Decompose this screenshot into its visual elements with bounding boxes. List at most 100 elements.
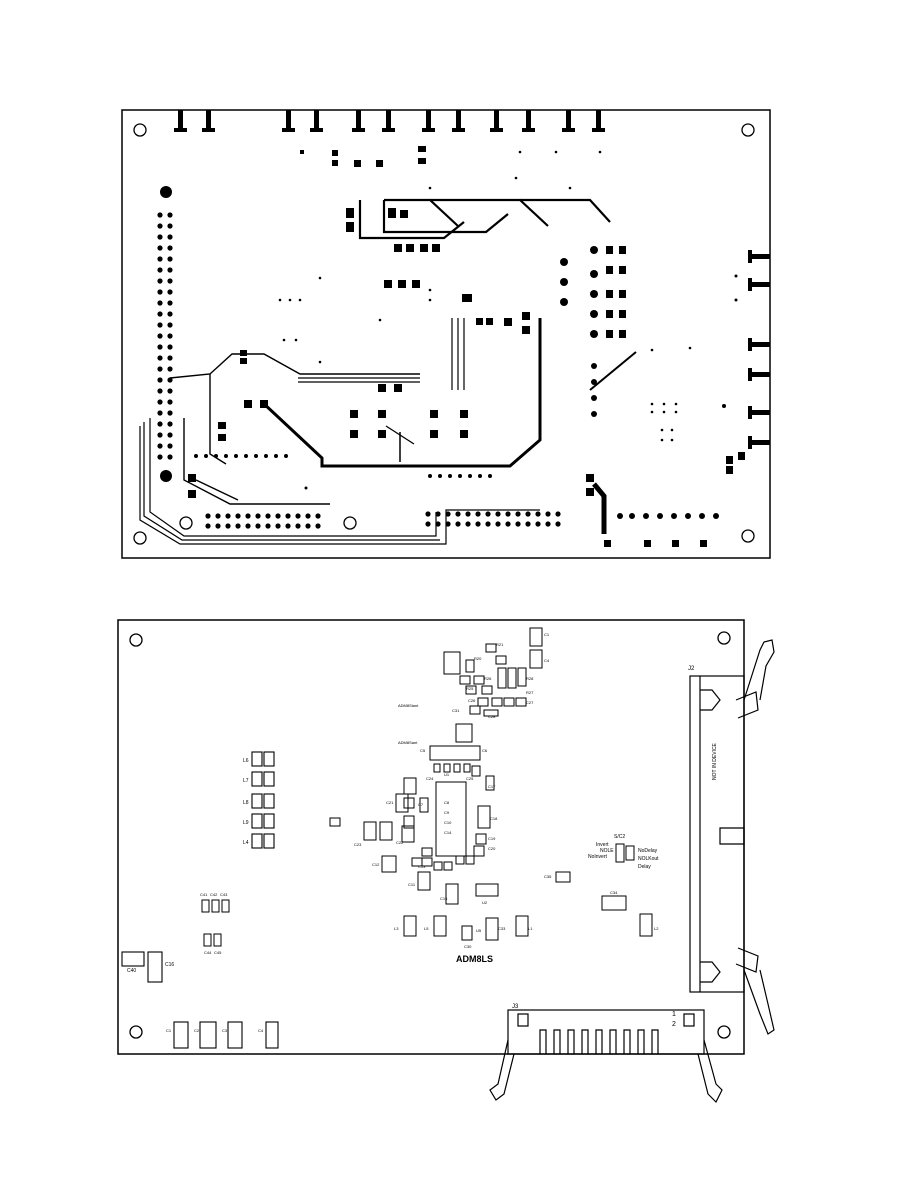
ref-c11: C11 [408, 882, 416, 887]
connector-j2 [689, 639, 775, 1035]
ref-c30: C30 [464, 944, 472, 949]
ref-up-c4: C4 [544, 658, 550, 663]
bottom-board-outline [117, 619, 745, 1055]
ref-c20: C20 [488, 846, 496, 851]
ref-c2: C2 [194, 1028, 200, 1033]
mount-hole [133, 531, 147, 545]
top-traces [139, 198, 637, 545]
ref-r21: R21 [496, 642, 504, 647]
ref-c3: C3 [222, 1028, 228, 1033]
bottom-left-caps [121, 951, 163, 983]
mount-hole [717, 1025, 731, 1039]
left-header [157, 212, 173, 460]
ref-c34: C34 [610, 890, 618, 895]
ref-c26: C26 [468, 698, 476, 703]
ref-c33: C33 [498, 926, 506, 931]
j3-pin1: 1 [672, 1011, 676, 1018]
ref-l9: L9 [243, 820, 249, 826]
ref-l4: L4 [243, 840, 249, 846]
ref-c22: C22 [396, 840, 404, 845]
ref-l8: L8 [243, 800, 249, 806]
switch-label-noinvert: NoInvert [588, 854, 608, 860]
ref-l6: L6 [243, 758, 249, 764]
ref-c4: C4 [258, 1028, 264, 1033]
bottom-row-caps [173, 1021, 279, 1049]
net-label-2: ADM8Sant [398, 740, 418, 745]
lower-labels: L3 L2 L1 L5 C30 C33 C34 C35 U5 [394, 874, 659, 949]
mount-hole [160, 470, 172, 482]
switch-label-nole: NOLE [600, 848, 614, 854]
mount-hole [179, 516, 193, 530]
ref-r20: R20 [474, 656, 482, 661]
ref-c16: C16 [165, 962, 174, 968]
mount-hole [717, 631, 731, 645]
ref-r27: R27 [526, 690, 534, 695]
mount-hole [343, 516, 357, 530]
ref-u5: U5 [476, 928, 482, 933]
ref-l2: L2 [654, 926, 659, 931]
mount-hole [133, 123, 147, 137]
ref-c8: C8 [444, 800, 450, 805]
right-edge-pins [748, 250, 770, 449]
ref-c23: C23 [354, 842, 362, 847]
ref-l3: L3 [394, 926, 399, 931]
ref-c27: C27 [526, 700, 534, 705]
ref-c7: C7 [418, 802, 424, 807]
board-name: ADM8LS [456, 954, 493, 964]
ref-c17: C17 [488, 784, 496, 789]
ref-r26: R26 [484, 676, 492, 681]
ref-c14: C14 [444, 830, 452, 835]
ref-c44: C44 [204, 950, 212, 955]
mount-hole [160, 186, 172, 198]
switch-label-invert: Invert [596, 842, 609, 848]
ref-c1: C1 [166, 1028, 172, 1033]
ref-c5: C5 [420, 748, 426, 753]
mount-hole [741, 123, 755, 137]
ref-c12: C12 [372, 862, 380, 867]
right-side-pads [560, 246, 745, 547]
top-board [121, 109, 771, 559]
connector-j3 [489, 1009, 723, 1104]
ref-r25: R25 [466, 686, 474, 691]
left-inductors [251, 751, 275, 849]
j3-pin2: 2 [672, 1021, 676, 1028]
bottom-board: J2 NOT IN DEVICE J3 1 2 L6 L7 L8 L9 L4 [117, 619, 775, 1104]
center-labels: C5 C6 C7 C8 C9 C10 C11 C12 C13 C14 C15 C… [354, 748, 498, 905]
top-board-outline [121, 109, 771, 559]
ref-c45: C45 [214, 950, 222, 955]
left-inductor-labels: L6 L7 L8 L9 L4 [243, 758, 249, 846]
ref-l5: L5 [424, 926, 429, 931]
switch-s2 [615, 843, 635, 863]
ref-u1: U1 [444, 772, 450, 777]
mount-hole [129, 633, 143, 647]
ref-c41: C41 [200, 892, 208, 897]
mount-hole [741, 529, 755, 543]
ref-l7: L7 [243, 778, 249, 784]
ref-c10: C10 [444, 820, 452, 825]
ref-c21: C21 [386, 800, 394, 805]
switch-ref: S/C2 [614, 834, 625, 840]
switch-label-delay: Delay [638, 864, 651, 870]
ref-c15: C15 [440, 896, 448, 901]
ref-c28: C28 [488, 714, 496, 719]
switch-labels: Invert NOLE NoInvert NoDelay NOLKout Del… [588, 834, 659, 870]
j3-ref: J3 [512, 1004, 519, 1010]
resistor-cluster [201, 899, 230, 947]
center-ic-area [329, 723, 571, 905]
j2-ref: J2 [688, 666, 695, 672]
ref-c9: C9 [444, 810, 450, 815]
top-vias [278, 150, 738, 490]
ref-c13: C13 [418, 864, 426, 869]
lower-parts [403, 895, 653, 941]
ref-r28: R28 [526, 676, 534, 681]
ref-c24: C24 [426, 776, 434, 781]
ref-u2: U2 [482, 900, 488, 905]
ref-c42: C42 [210, 892, 218, 897]
net-label-1: ADM8Slant [398, 703, 419, 708]
upper-cluster-labels: C1 C4 R25 R26 R27 R28 C26 C27 C28 R20 R2… [452, 632, 550, 719]
switch-label-nodelay: NoDelay [638, 848, 658, 854]
ref-c40: C40 [127, 968, 136, 974]
ref-l1: L1 [528, 926, 533, 931]
switch-label-nolkout: NOLKout [638, 856, 659, 862]
